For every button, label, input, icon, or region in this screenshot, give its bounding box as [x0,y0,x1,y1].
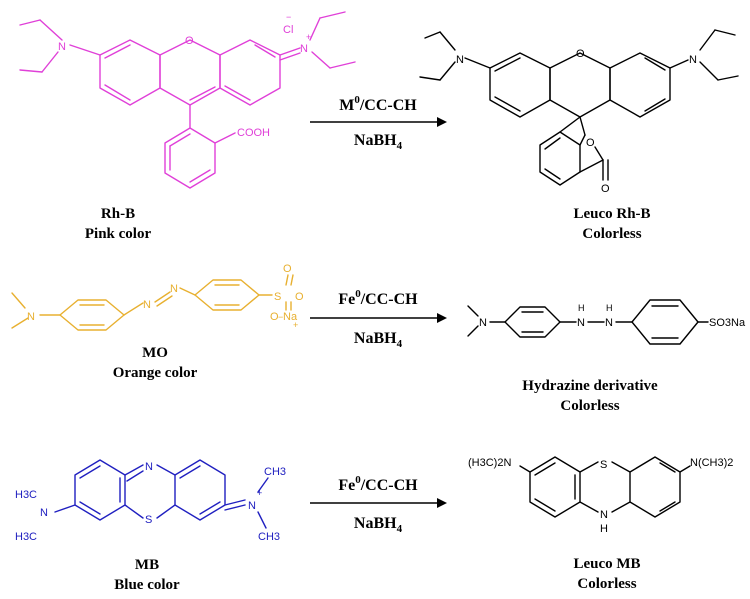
atom-n2: N [605,317,613,329]
reaction-conditions-3: Fe0/CC-CH NaBH4 [310,474,447,535]
hydrazine-derivative-atoms: N H N H N SO3Na [479,303,746,329]
atom-n-right: N [248,500,256,512]
atom-n1: N [577,317,585,329]
atom-s: S [274,291,281,303]
group-ch3-bottom: CH3 [258,531,280,543]
group-so3na: SO3Na [709,317,746,329]
atom-n-amine: N [27,311,35,323]
atom-na: Na [283,311,298,323]
atom-o-ring: O [185,35,194,47]
rhodamine-b-atoms: N O N + Cl − COOH [58,12,311,139]
atom-n-left: N [58,41,66,53]
atom-n-top: N [145,461,153,473]
hydrazine-derivative-structure [467,299,709,345]
leuco-methylene-blue-label: Leuco MB Colorless [573,556,640,592]
charge-minus: − [286,12,291,22]
group-nme2-left: (H3C)2N [468,457,511,469]
atom-cl: Cl [283,24,293,36]
atom-n-right: N [689,54,697,66]
methyl-orange-label: MO Orange color [113,345,198,381]
atom-h: H [600,523,608,535]
reactant-name: Rh-B [101,206,135,222]
atom-o-carbonyl: O [601,183,610,195]
catalyst-label: Fe0/CC-CH [338,288,418,308]
reactant-name: MB [135,557,159,573]
atom-n-azo1: N [143,299,151,311]
atom-nh1-h: H [578,303,585,313]
leuco-methylene-blue-atoms: S N H (H3C)2N N(CH3)2 [468,457,733,535]
reductant-label: NaBH4 [354,330,403,350]
product-name: Hydrazine derivative [522,378,658,394]
group-nme2-right: N(CH3)2 [690,457,733,469]
reactant-color-label: Orange color [113,365,198,381]
atom-n-azo2: N [170,283,178,295]
atom-o-lactone: O [586,137,595,149]
methylene-blue-structure [54,459,269,529]
leuco-rhodamine-b-atoms: N N O O O [456,48,697,195]
charge-plus: + [257,488,262,498]
leuco-rhodamine-b-structure [419,29,739,186]
rhodamine-b-structure [19,11,356,189]
atom-o-ring: O [576,48,585,60]
methylene-blue-atoms: N S N H3C H3C N + CH3 CH3 [15,461,286,543]
charge-minus: − [278,312,283,322]
group-ch3-top: CH3 [264,466,286,478]
reaction-conditions-2: Fe0/CC-CH NaBH4 [310,288,447,350]
product-color-label: Colorless [577,576,636,592]
methyl-orange-atoms: N N N S O O O − Na + [27,263,304,330]
atom-o2: O [295,291,304,303]
product-name: Leuco MB [573,556,640,572]
reductant-label: NaBH4 [354,132,403,152]
reactant-color-label: Blue color [114,577,180,593]
atom-o1: O [283,263,292,275]
group-h3c-bottom: H3C [15,531,37,543]
reaction-conditions-1: M0/CC-CH NaBH4 [310,94,447,152]
product-color-label: Colorless [560,398,619,414]
atom-n-h-ring: N [600,509,608,521]
product-color-label: Colorless [582,226,641,242]
catalyst-label: M0/CC-CH [339,94,417,114]
reductant-label: NaBH4 [354,515,403,535]
charge-plus: + [306,32,311,42]
charge-plus: + [293,320,298,330]
product-name: Leuco Rh-B [573,206,650,222]
atom-s: S [600,459,607,471]
atom-n-plus: N [300,43,308,55]
group-h3c-top: H3C [15,489,37,501]
atom-o3: O [270,311,279,323]
group-cooh: COOH [237,127,270,139]
rhodamine-b-label: Rh-B Pink color [85,206,152,242]
catalyst-label: Fe0/CC-CH [338,474,418,494]
hydrazine-derivative-label: Hydrazine derivative Colorless [522,378,658,414]
atom-nh2-h: H [606,303,613,313]
methylene-blue-label: MB Blue color [114,557,180,593]
methyl-orange-structure [11,274,294,331]
atom-n-left: N [456,54,464,66]
leuco-rhodamine-b-label: Leuco Rh-B Colorless [573,206,650,242]
reactant-color-label: Pink color [85,226,152,242]
atom-s: S [145,514,152,526]
atom-n-amine: N [479,317,487,329]
atom-n-left: N [40,507,48,519]
leuco-methylene-blue-structure [519,456,691,518]
reactant-name: MO [142,345,168,361]
